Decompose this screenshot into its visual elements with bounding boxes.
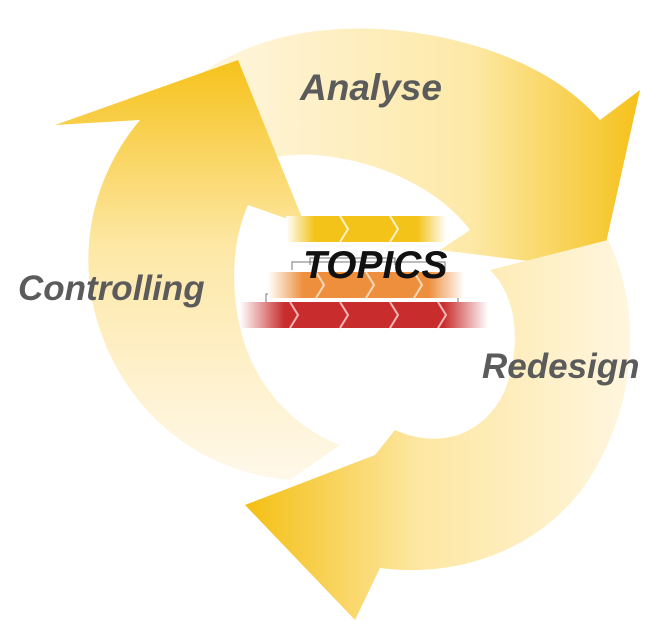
chevron-row-yellow [286, 215, 446, 243]
chevron-process-icon [240, 215, 488, 329]
label-redesign: Redesign [482, 347, 640, 386]
center-title: TOPICS [303, 244, 447, 287]
label-analyse: Analyse [299, 67, 442, 108]
cycle-arrow-analyse [155, 28, 640, 270]
label-controlling: Controlling [18, 269, 205, 308]
chevron-row-red [240, 301, 488, 329]
cycle-arrow-redesign [245, 240, 631, 620]
chevron-row-orange [268, 271, 464, 299]
cycle-arrow-controlling [55, 60, 340, 480]
